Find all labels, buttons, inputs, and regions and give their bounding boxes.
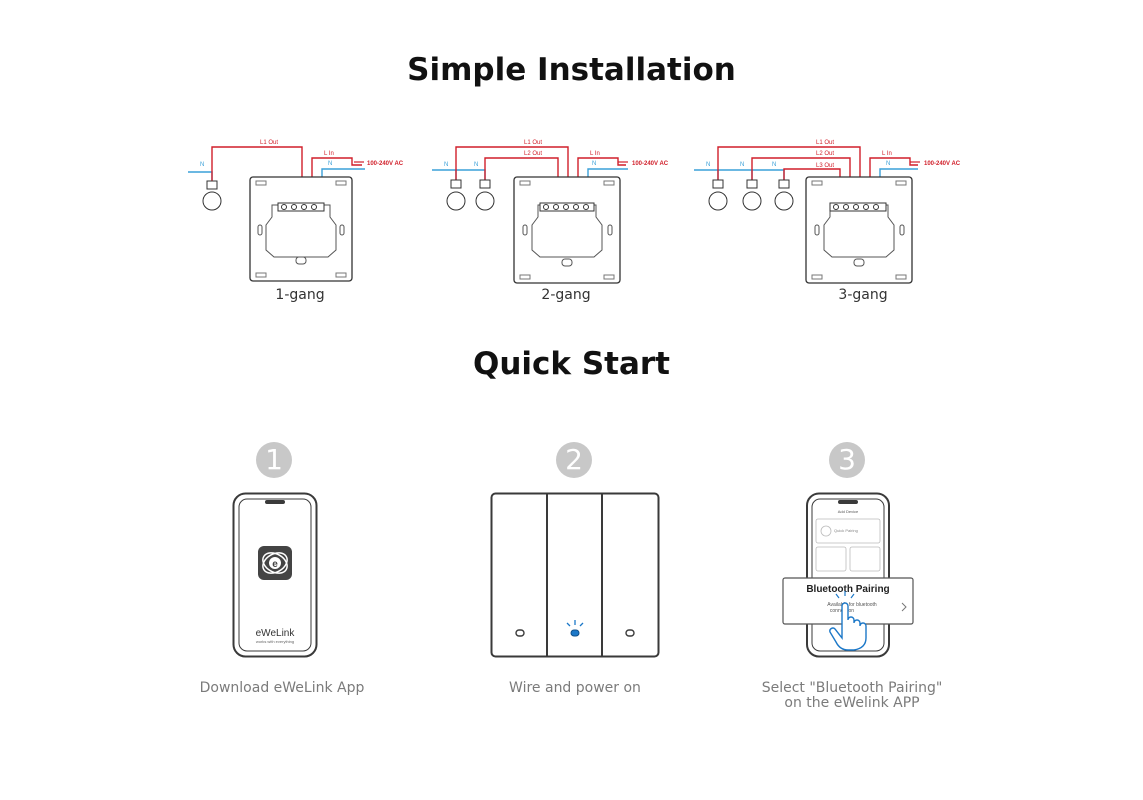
step-number-badge: 2 [556,442,592,478]
neutral-wire [456,169,486,180]
label-ac: 100-240V AC [924,161,961,167]
simple-installation-title: Simple Installation [407,52,736,88]
popup-subtitle: Available for bluetooth [827,602,877,608]
neutral-wire [188,171,213,180]
label-l-in: L In [882,151,892,157]
step-caption-line: Select "Bluetooth Pairing" [761,680,943,696]
neutral-wire [752,169,785,180]
app-tagline: works with everything [256,639,294,644]
led-indicator-on [570,629,580,637]
bulb-icon [774,179,794,211]
step-caption-line: on the eWelink APP [784,695,920,711]
load-wire-l1 [455,146,569,205]
wiring-diagram-3-gang: N N N N L1 Out L2 Out L3 Out L In 100-24… [694,140,961,284]
label-n: N [772,162,776,168]
step-number-badge: 3 [829,442,865,478]
label-l3-out: L3 Out [816,163,834,169]
bulb-icon [475,179,495,211]
live-in-wire [311,157,362,205]
label-l1-out: L1 Out [524,140,542,146]
label-l2-out: L2 Out [816,151,834,157]
neutral-wire [718,169,753,180]
led-glow-rays [566,620,584,627]
neutral-wire [694,169,719,180]
load-wire-l1 [717,146,861,205]
app-name-label: eWeLink [256,628,296,639]
wiring-diagram-1-gang: N N L1 Out L In 100-240V AC [188,140,404,282]
quick-start-title: Quick Start [472,346,670,382]
hand-pointer-icon [829,591,867,651]
label-n: N [740,162,744,168]
load-wire-l1 [211,146,303,205]
label-l-in: L In [590,151,600,157]
live-in-wire [869,157,918,205]
phone-illustration-bluetooth-pairing: Add Device Quick Pairing Bluetooth Pairi… [782,492,914,658]
bulb-icon [202,180,222,211]
wiring-diagram-2-gang: N N N L1 Out L2 Out L In 100-240V AC [432,140,669,284]
label-n: N [444,162,448,168]
caption-1-gang: 1-gang [275,287,325,303]
svg-text:e: e [272,559,278,570]
step-number-badge: 1 [256,442,292,478]
label-l1-out: L1 Out [260,140,278,146]
led-indicator-off [625,629,635,637]
label-ac: 100-240V AC [367,161,404,167]
switch-back-panel [513,176,621,284]
label-n: N [886,161,890,167]
label-n: N [706,162,710,168]
switch-back-panel [805,176,913,284]
caption-3-gang: 3-gang [838,287,888,303]
step-3-caption: Select "Bluetooth Pairing" on the eWelin… [742,681,962,711]
label-n: N [200,162,204,168]
switch-back-panel [249,176,353,282]
step-2-caption: Wire and power on [465,681,685,696]
ewelink-logo-icon: e [258,546,292,580]
label-n: N [328,161,332,167]
bulb-icon [446,179,466,211]
caption-2-gang: 2-gang [541,287,591,303]
live-in-wire [577,157,626,205]
step-1-caption: Download eWeLink App [172,681,392,696]
screen-title: Add Device [838,509,859,514]
label-l-in: L In [324,151,334,157]
label-n: N [592,161,596,167]
bulb-icon [708,179,728,211]
label-l1-out: L1 Out [816,140,834,146]
phone-illustration-ewelink: e eWeLink works with everything [232,492,318,658]
three-gang-switch-illustration [490,492,660,658]
led-indicator-off [515,629,525,637]
label-n: N [474,162,478,168]
step-caption-line: Wire and power on [509,680,641,696]
label-l2-out: L2 Out [524,151,542,157]
bulb-icon [742,179,762,211]
step-caption-line: Download eWeLink App [199,680,365,696]
label-ac: 100-240V AC [632,161,669,167]
popup-title: Bluetooth Pairing [806,584,889,595]
quick-pairing-label: Quick Pairing [834,528,858,533]
chevron-right-icon [901,602,907,612]
neutral-wire [432,169,457,180]
